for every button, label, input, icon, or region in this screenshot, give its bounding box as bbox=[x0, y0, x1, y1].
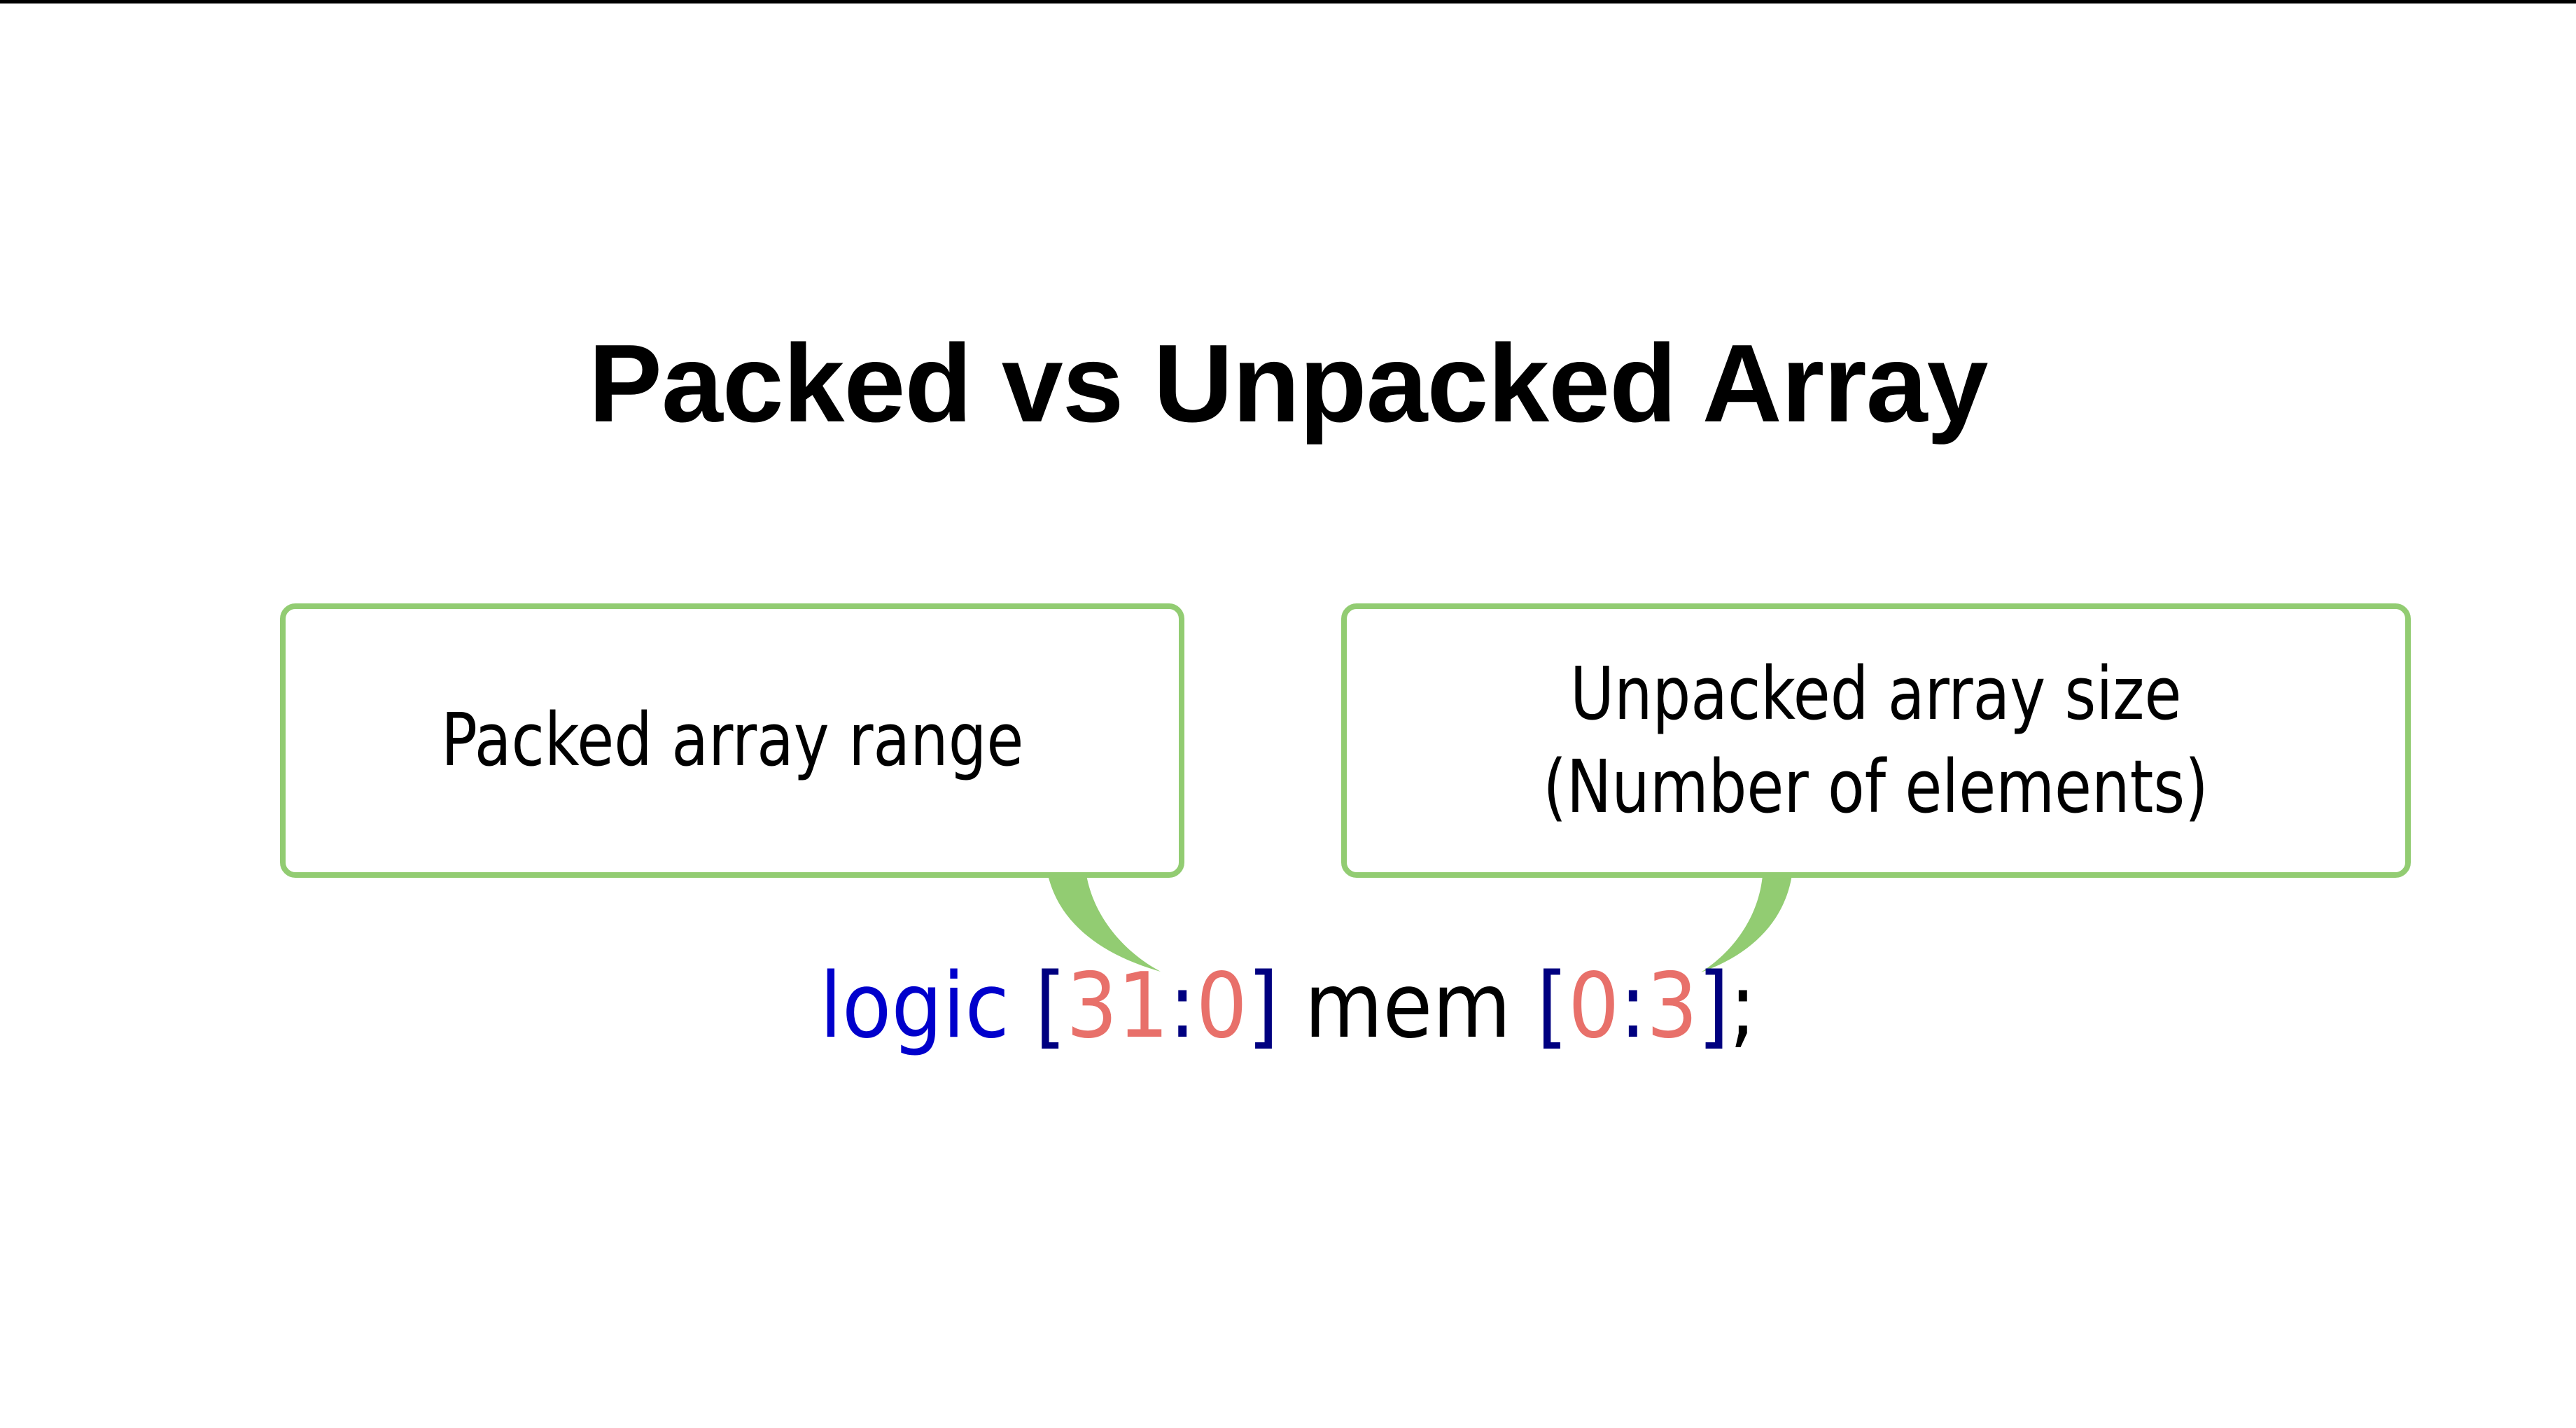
code-token-packed-open-bracket: [ bbox=[1035, 954, 1067, 1058]
code-token-unpacked-first: 0 bbox=[1568, 954, 1620, 1058]
code-token-space-3 bbox=[1511, 954, 1537, 1058]
code-token-packed-msb: 31 bbox=[1066, 954, 1169, 1058]
code-token-unpacked-close-bracket: ] bbox=[1698, 954, 1730, 1058]
code-token-packed-colon: : bbox=[1168, 954, 1196, 1058]
top-black-rule bbox=[0, 0, 2576, 4]
callout-unpacked-line-2: (Number of elements) bbox=[1543, 744, 2209, 830]
code-declaration-line: logic [31:0] mem [0:3]; bbox=[0, 957, 2576, 1056]
page-title: Packed vs Unpacked Array bbox=[588, 322, 1989, 445]
callout-unpacked-array-size: Unpacked array size (Number of elements) bbox=[1341, 603, 2411, 878]
callout-packed-array-range: Packed array range bbox=[280, 603, 1184, 878]
code-token-unpacked-open-bracket: [ bbox=[1536, 954, 1569, 1058]
code-token-keyword-logic: logic bbox=[819, 954, 1009, 1058]
callout-packed-line-1: Packed array range bbox=[440, 697, 1024, 783]
code-token-identifier-mem: mem bbox=[1304, 954, 1511, 1058]
code-token-unpacked-colon: : bbox=[1619, 954, 1647, 1058]
code-token-unpacked-last: 3 bbox=[1646, 954, 1698, 1058]
code-token-packed-close-bracket: ] bbox=[1247, 954, 1279, 1058]
code-token-packed-lsb: 0 bbox=[1196, 954, 1247, 1058]
code-token-semicolon: ; bbox=[1729, 954, 1757, 1058]
code-token-space-2 bbox=[1279, 954, 1305, 1058]
code-token-space-1 bbox=[1009, 954, 1035, 1058]
callout-unpacked-line-1: Unpacked array size bbox=[1570, 650, 2182, 736]
